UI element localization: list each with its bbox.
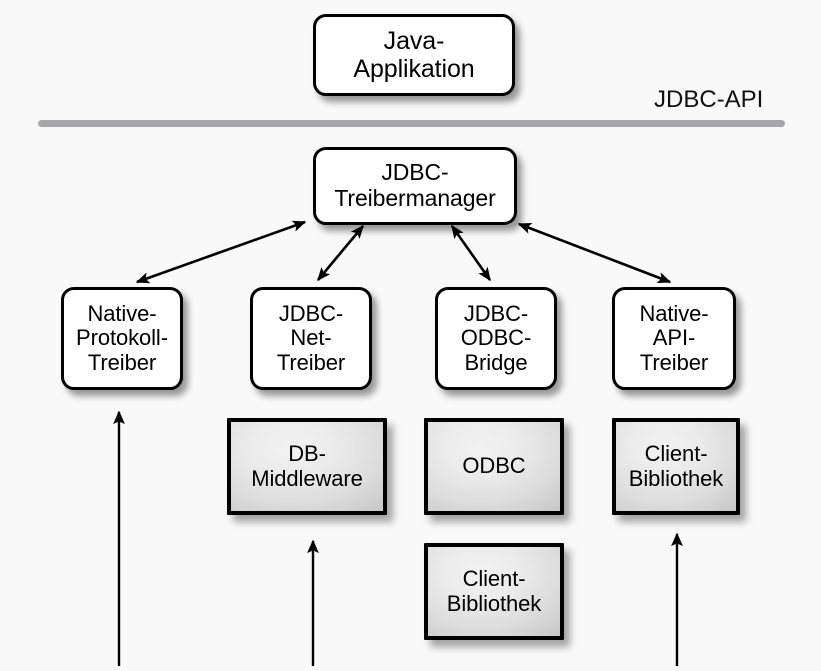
edge-jdbc-net-treiber-to-treibermanager [317,224,364,282]
node-native-protokoll-treiber[interactable]: Native- Protokoll- Treiber [61,287,183,390]
node-jdbc-treibermanager-label: JDBC- Treibermanager [334,159,496,211]
node-native-protokoll-treiber-label: Native- Protokoll- Treiber [76,300,168,375]
node-native-api-treiber[interactable]: Native- API- Treiber [612,287,736,390]
node-jdbc-net-treiber-label: JDBC- Net- Treiber [276,300,346,375]
jdbc-api-separator-line [38,120,785,127]
node-db-middleware[interactable]: DB- Middleware [227,418,387,515]
node-client-bibliothek-native-api[interactable]: Client- Bibliothek [612,418,740,515]
edge-native-api-treiber-to-treibermanager [517,222,672,284]
node-java-applikation[interactable]: Java- Applikation [313,14,515,96]
node-java-applikation-label: Java- Applikation [353,27,475,83]
node-odbc-label: ODBC [462,453,526,479]
node-jdbc-treibermanager[interactable]: JDBC- Treibermanager [313,147,517,225]
node-db-middleware-label: DB- Middleware [251,440,363,491]
node-odbc[interactable]: ODBC [424,418,564,515]
edge-native-protokoll-treiber-to-treibermanager [135,220,307,284]
jdbc-api-label: JDBC-API [654,86,764,113]
node-jdbc-odbc-bridge-label: JDBC- ODBC- Bridge [460,300,532,375]
node-client-bibliothek-odbc-label: Client- Bibliothek [446,565,542,616]
node-client-bibliothek-native-api-label: Client- Bibliothek [628,440,724,491]
node-native-api-treiber-label: Native- API- Treiber [639,300,709,375]
node-client-bibliothek-odbc[interactable]: Client- Bibliothek [424,543,564,640]
node-jdbc-net-treiber[interactable]: JDBC- Net- Treiber [250,287,372,390]
edge-jdbc-odbc-bridge-to-treibermanager [450,224,492,282]
node-jdbc-odbc-bridge[interactable]: JDBC- ODBC- Bridge [435,287,557,390]
